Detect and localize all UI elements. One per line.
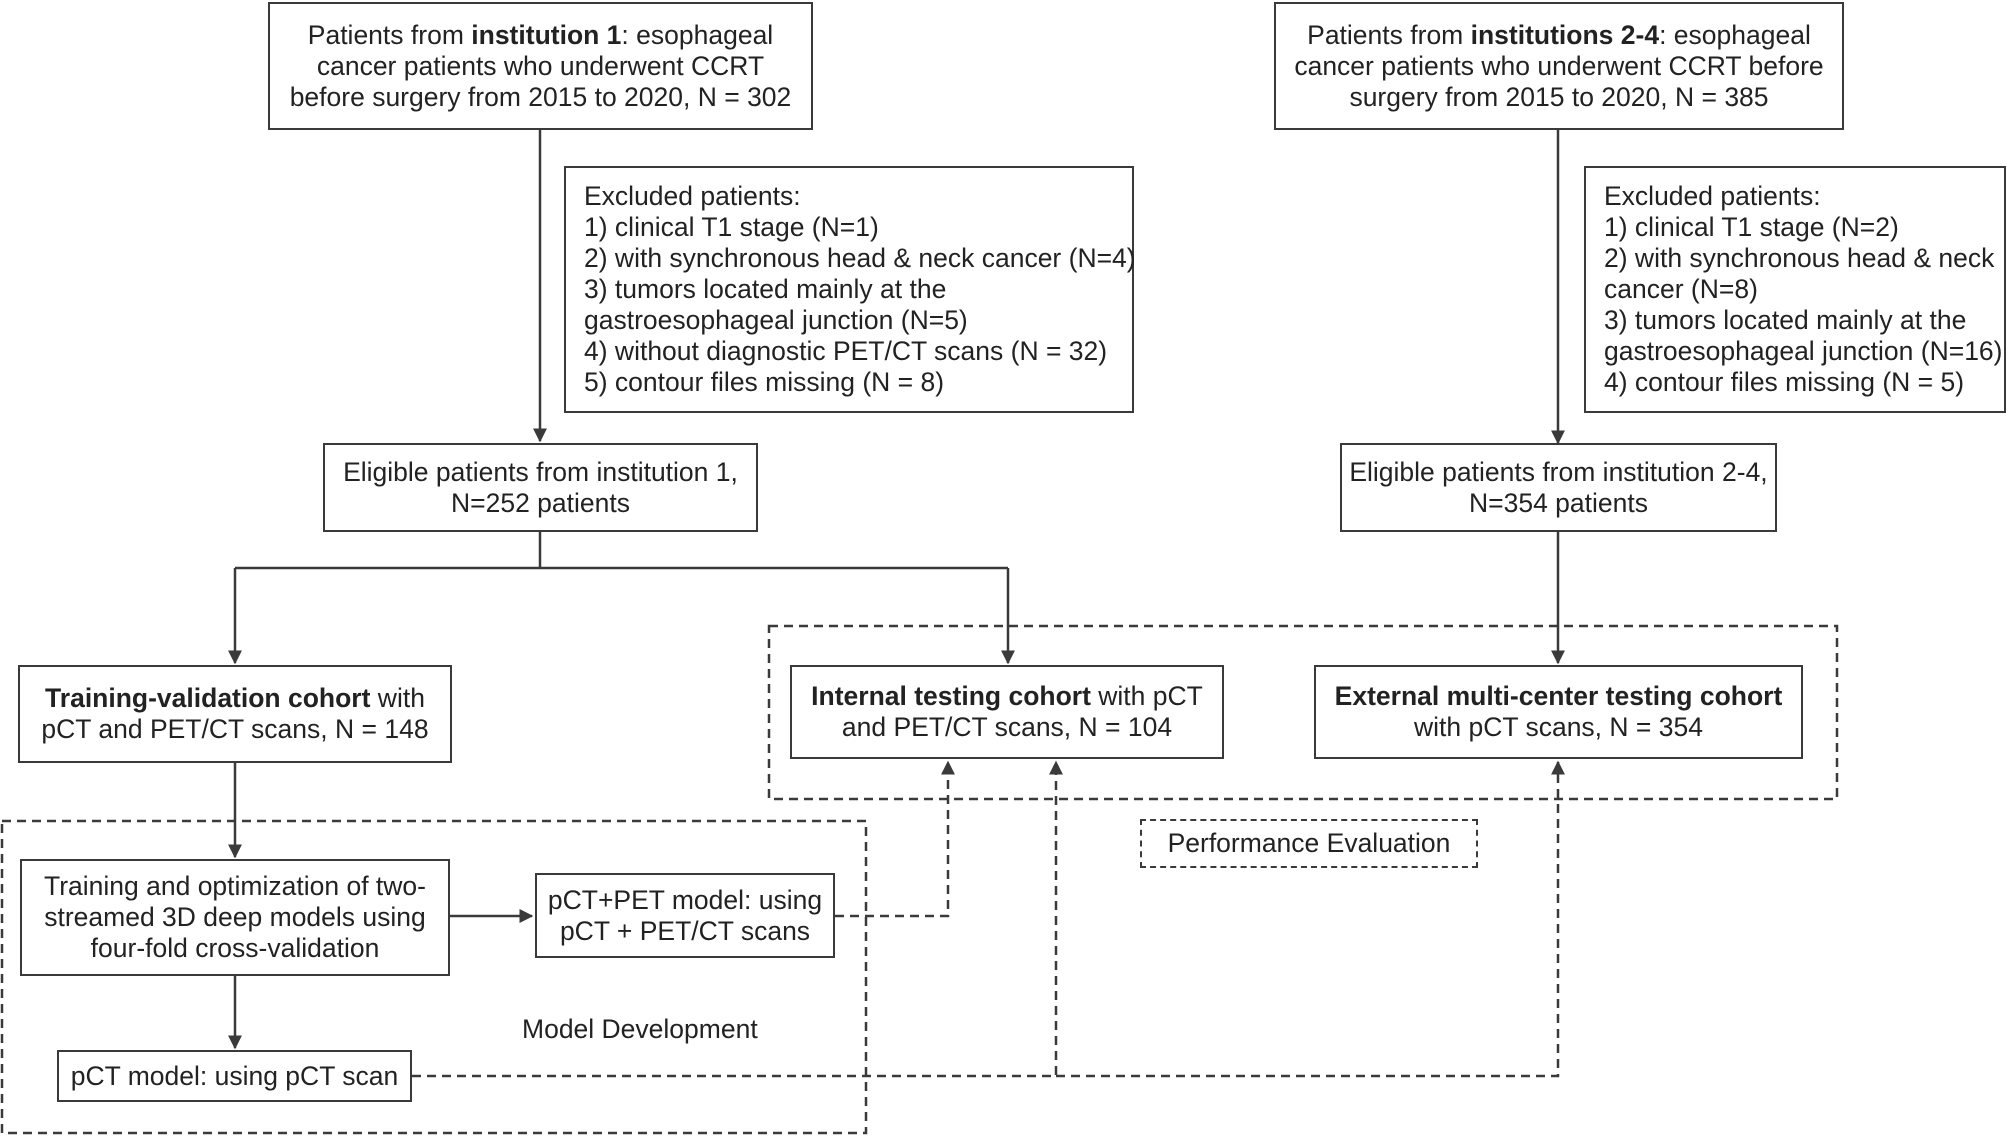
excluded2-line: gastroesophageal junction (N=16) bbox=[1604, 336, 2003, 366]
training-cohort-text: with bbox=[370, 683, 425, 713]
institution1-source-line3: before surgery from 2015 to 2020, N = 30… bbox=[289, 81, 792, 112]
excluded2-line: 4) contour files missing (N = 5) bbox=[1604, 367, 1965, 397]
model-development-label: Model Development bbox=[522, 1014, 758, 1045]
institution1-source-text: Patients from bbox=[307, 19, 472, 50]
institutions24-source-box: Patients from institutions 2-4: esophage… bbox=[1274, 2, 1844, 130]
performance-evaluation-text: Performance Evaluation bbox=[1167, 828, 1451, 858]
institution1-source-bold: institution 1 bbox=[471, 19, 622, 50]
training-cohort-title: Training-validation cohort bbox=[45, 683, 371, 713]
dashed-arrow-pct-to-internal bbox=[412, 760, 1063, 1078]
performance-evaluation-label: Performance Evaluation bbox=[1140, 819, 1478, 868]
institutions24-source-text: Patients from bbox=[1307, 19, 1471, 50]
pct-model-line1: pCT model: using pCT scan bbox=[70, 1060, 399, 1091]
excluded1-line: gastroesophageal junction (N=5) bbox=[584, 305, 968, 335]
excluded1-line: 4) without diagnostic PET/CT scans (N = … bbox=[584, 336, 1108, 366]
excluded1-line: 1) clinical T1 stage (N=1) bbox=[584, 212, 879, 242]
external-cohort-line2: with pCT scans, N = 354 bbox=[1414, 712, 1703, 742]
model-development-group-frame bbox=[0, 819, 868, 1135]
institution1-source-box: Patients from institution 1: esophageal … bbox=[268, 2, 813, 130]
excluded2-line: 1) clinical T1 stage (N=2) bbox=[1604, 212, 1899, 242]
external-testing-cohort-box: External multi-center testing cohort wit… bbox=[1314, 665, 1803, 759]
model-development-text: Model Development bbox=[522, 1014, 758, 1044]
excluded2-line: 2) with synchronous head & neck bbox=[1604, 243, 1995, 273]
eligible1-line2: N=252 patients bbox=[450, 487, 630, 518]
evaluation-group-frame bbox=[767, 624, 1839, 801]
dashed-arrow-pctpet-to-internal bbox=[835, 760, 955, 918]
excluded-patients-box-2: Excluded patients: 1) clinical T1 stage … bbox=[1584, 166, 2006, 413]
pctpet-model-line2: pCT + PET/CT scans bbox=[559, 915, 811, 946]
excluded1-line: Excluded patients: bbox=[584, 181, 801, 211]
institutions24-source-bold: institutions 2-4 bbox=[1470, 19, 1660, 50]
eligible-institutions24-box: Eligible patients from institution 2-4, … bbox=[1340, 443, 1777, 532]
institutions24-source-line2: cancer patients who underwent CCRT befor… bbox=[1294, 50, 1824, 81]
pct-model-box: pCT model: using pCT scan bbox=[57, 1050, 412, 1102]
pct-pet-model-box: pCT+PET model: using pCT + PET/CT scans bbox=[535, 873, 835, 958]
optimization-line2: streamed 3D deep models using bbox=[44, 902, 426, 932]
excluded1-line: 2) with synchronous head & neck cancer (… bbox=[584, 243, 1136, 273]
institutions24-source-line3: surgery from 2015 to 2020, N = 385 bbox=[1349, 81, 1769, 112]
training-cohort-line2: pCT and PET/CT scans, N = 148 bbox=[41, 714, 429, 744]
excluded1-line: 5) contour files missing (N = 8) bbox=[584, 367, 945, 397]
excluded1-line: 3) tumors located mainly at the bbox=[584, 274, 947, 304]
excluded-patients-box-1: Excluded patients: 1) clinical T1 stage … bbox=[564, 166, 1136, 413]
pctpet-model-line1: pCT+PET model: using bbox=[547, 884, 823, 915]
external-cohort-title: External multi-center testing cohort bbox=[1334, 681, 1783, 711]
excluded2-line: Excluded patients: bbox=[1604, 181, 1821, 211]
training-validation-cohort-box: Training-validation cohort with pCT and … bbox=[18, 665, 452, 763]
eligible1-line1: Eligible patients from institution 1, bbox=[343, 456, 738, 487]
eligible2-line2: N=354 patients bbox=[1468, 487, 1648, 518]
optimization-line1: Training and optimization of two- bbox=[44, 871, 426, 901]
institutions24-source-text-post: : esophageal bbox=[1659, 19, 1811, 50]
training-optimization-box: Training and optimization of two- stream… bbox=[20, 859, 450, 976]
eligible2-line1: Eligible patients from institution 2-4, bbox=[1349, 456, 1768, 487]
institution1-source-text-post: : esophageal bbox=[621, 19, 774, 50]
institution1-source-line2: cancer patients who underwent CCRT bbox=[316, 50, 765, 81]
internal-testing-cohort-box: Internal testing cohort with pCT and PET… bbox=[790, 665, 1224, 759]
internal-cohort-text: with pCT bbox=[1090, 681, 1203, 711]
excluded2-line: cancer (N=8) bbox=[1604, 274, 1758, 304]
optimization-line3: four-fold cross-validation bbox=[90, 933, 380, 963]
internal-cohort-line2: and PET/CT scans, N = 104 bbox=[841, 712, 1173, 742]
excluded2-line: 3) tumors located mainly at the bbox=[1604, 305, 1967, 335]
internal-cohort-title: Internal testing cohort bbox=[811, 681, 1091, 711]
dashed-arrow-pct-to-external bbox=[1056, 760, 1565, 1078]
eligible-institution1-box: Eligible patients from institution 1, N=… bbox=[323, 443, 758, 532]
